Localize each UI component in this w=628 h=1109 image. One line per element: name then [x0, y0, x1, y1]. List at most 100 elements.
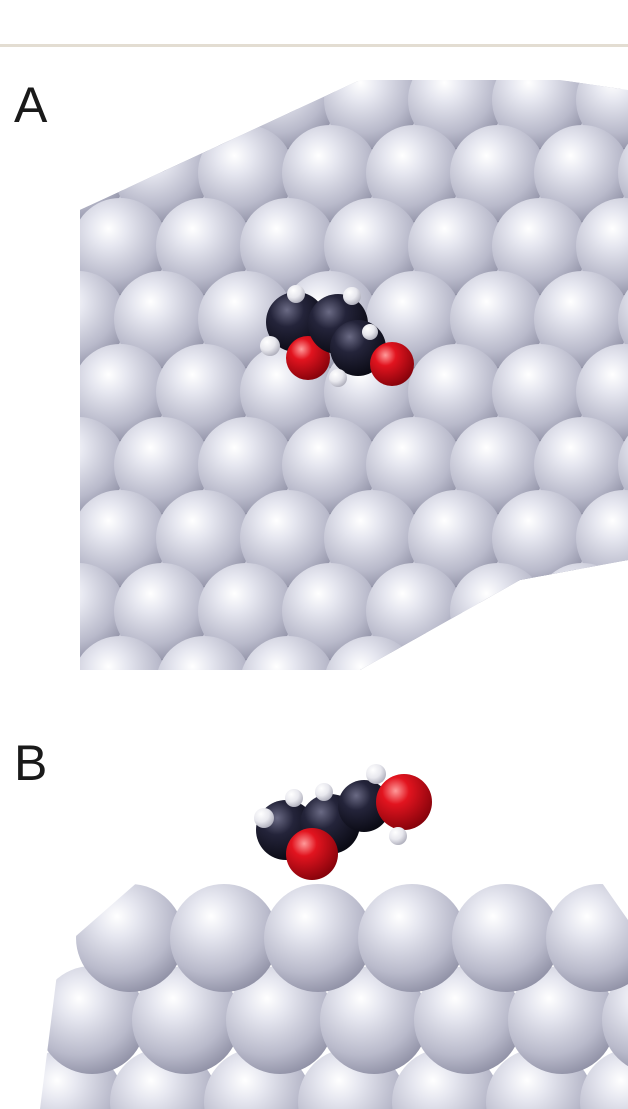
surface-atom [366, 125, 462, 221]
surface-atom [492, 344, 588, 440]
surface-atom [492, 636, 588, 670]
surface-atom [0, 660, 48, 680]
hydrogen-atom [343, 287, 361, 305]
surface-atom [0, 271, 42, 367]
surface-atom [580, 1048, 628, 1109]
surface-atom [80, 271, 126, 367]
surface-atom [492, 80, 588, 148]
surface-atom [240, 490, 336, 586]
surface-atom [0, 563, 42, 659]
surface-atom [0, 441, 6, 537]
surface-atom [450, 125, 546, 221]
surface-atom [204, 1048, 312, 1109]
surface-atom [0, 587, 6, 680]
surface-atom [492, 490, 588, 586]
surface-atom [226, 966, 334, 1074]
surface-atom [80, 417, 126, 513]
surface-atom [450, 563, 546, 659]
surface-atom [114, 417, 210, 513]
surface-atom [198, 125, 294, 221]
surface-atom [114, 563, 210, 659]
surface-atom [324, 490, 420, 586]
surface-atom [324, 80, 420, 148]
surface-atom [132, 966, 240, 1074]
surface-atom [492, 198, 588, 294]
surface-atom [80, 490, 168, 586]
hydrogen-atom [329, 369, 347, 387]
surface-atom [534, 125, 628, 221]
surface-atom [324, 198, 420, 294]
oxygen-atom [286, 828, 338, 880]
surface-atom [534, 417, 628, 513]
hydrogen-atom [254, 808, 274, 828]
surface-atom [582, 587, 628, 670]
surface-atom [282, 125, 378, 221]
panel-label-b: B [14, 735, 48, 791]
surface-atom [618, 563, 628, 659]
panel-label-a: A [14, 77, 48, 133]
surface-atom [40, 966, 146, 1074]
surface-atom [80, 636, 168, 670]
surface-atom [110, 1048, 218, 1109]
surface-atom [298, 1048, 406, 1109]
oxygen-atom [376, 774, 432, 830]
oxygen-atom [370, 342, 414, 386]
surface-atom [0, 76, 48, 172]
surface-atom [80, 295, 90, 391]
hydrogen-atom [287, 285, 305, 303]
surface-side-view-render [40, 764, 628, 1109]
surface-atom [576, 636, 628, 670]
surface-atom [366, 417, 462, 513]
surface-atom [80, 636, 84, 670]
hydrogen-atom [315, 783, 333, 801]
surface-atom [80, 587, 90, 670]
surface-atom [408, 80, 504, 148]
surface-atom [408, 344, 504, 440]
surface-atom [534, 271, 628, 367]
surface-atom [80, 563, 126, 659]
surface-atom [0, 149, 6, 245]
surface-atom [456, 660, 552, 670]
surface-atom [576, 80, 628, 148]
panel-a-top-view [0, 60, 628, 680]
surface-atom [576, 198, 628, 294]
surface-atom [450, 417, 546, 513]
surface-atom [156, 344, 252, 440]
surface-atom [80, 490, 84, 586]
surface-atom [80, 149, 90, 245]
surface-atom [624, 660, 628, 670]
surface-atom [114, 271, 210, 367]
surface-atom [358, 884, 466, 992]
panel-b-side-view [0, 720, 628, 1109]
surface-atom [156, 490, 252, 586]
surface-atom [80, 80, 132, 172]
surface-atom [80, 198, 84, 294]
surface-atom [372, 660, 468, 670]
surface-atom [0, 295, 6, 391]
surface-atom [320, 966, 428, 1074]
carbon-atom [338, 780, 390, 832]
surface-atom [282, 417, 378, 513]
hydrogen-atom [389, 827, 407, 845]
hydrogen-atom [285, 789, 303, 807]
surface-atom [170, 884, 278, 992]
surface-atom [0, 417, 42, 513]
surface-atom [0, 368, 48, 464]
surface-atom [156, 80, 252, 148]
hydrogen-atom [260, 336, 280, 356]
surface-atom [450, 271, 546, 367]
surface-atom [576, 490, 628, 586]
surface-atom [576, 344, 628, 440]
surface-atom [534, 563, 628, 659]
surface-atom [408, 490, 504, 586]
surface-atom [282, 563, 378, 659]
surface-atom [498, 587, 594, 670]
surface-atom [414, 966, 522, 1074]
surface-atom [80, 441, 90, 537]
surface-atom [240, 198, 336, 294]
top-divider [0, 44, 628, 47]
surface-atom [198, 563, 294, 659]
surface-atom [452, 884, 560, 992]
surface-atom [0, 222, 48, 318]
hydrogen-atom [366, 764, 386, 784]
